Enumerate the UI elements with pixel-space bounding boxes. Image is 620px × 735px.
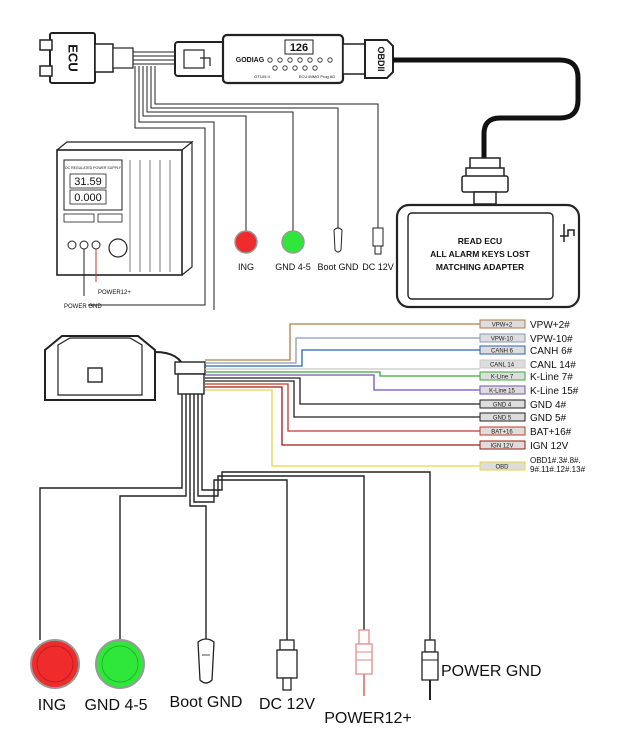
obd-harness-colored — [205, 323, 480, 467]
wire-label-ign12v: IGN 12V — [530, 441, 569, 452]
bottom-terminal-dc12v: DC 12V — [259, 639, 315, 713]
top-terminal-boot-gnd-label: Boot GND — [317, 262, 359, 272]
svg-text:IGN 12V: IGN 12V — [490, 444, 513, 450]
svg-text:GND 4: GND 4 — [493, 403, 512, 409]
wire-label-canh6: CANH 6# — [530, 346, 573, 357]
svg-text:CANL 14: CANL 14 — [490, 363, 515, 369]
obd-harness-black — [39, 394, 431, 642]
wire-label-gnd5: GND 5# — [530, 413, 567, 424]
psu-current: 0.000 — [74, 192, 102, 204]
top-terminal-dc12v: DC 12V — [362, 227, 394, 272]
bottom-terminal-gnd45: GND 4-5 — [84, 639, 148, 714]
wire-label-obd-line2: 9#.11#.12#.13# — [530, 465, 586, 474]
db15-connector — [461, 157, 509, 205]
wire-tag-gnd4: GND 4 GND 4# — [479, 399, 567, 411]
bottom-terminal-power-gnd: POWER GND — [421, 639, 541, 700]
wire-tag-gnd5: GND 5 GND 5# — [479, 412, 567, 424]
wire-tags: VPW+2 VPW+2# VPW-10 VPW-10# CANH 6 CANH … — [479, 319, 586, 474]
bottom-terminal-power-gnd-label: POWER GND — [441, 663, 541, 680]
bottom-terminal-power12: POWER12+ — [324, 629, 412, 727]
adapter-brand: GODIAG — [236, 57, 265, 64]
wire-label-vpw10: VPW-10# — [530, 334, 573, 345]
psu-voltage: 31.59 — [74, 176, 102, 188]
bottom-terminal-ing: ING — [30, 639, 80, 714]
top-terminal-gnd45-label: GND 4-5 — [275, 262, 311, 272]
bottom-terminal-ing-label: ING — [38, 697, 66, 714]
tablet-device: READ ECU ALL ALARM KEYS LOST MATCHING AD… — [395, 203, 581, 309]
svg-text:VPW+2: VPW+2 — [492, 323, 513, 329]
wire-label-gnd4: GND 4# — [530, 400, 567, 411]
bottom-terminal-power12-label: POWER12+ — [324, 710, 412, 727]
wire-tag-canh6: CANH 6 CANH 6# — [479, 345, 573, 357]
power-supply: DC REGULATED POWER SUPPLY 31.59 0.000 PO… — [56, 140, 194, 310]
wire-tag-kline15: K-Line 15 K-Line 15# — [479, 385, 579, 397]
wire-tag-obd: OBD OBD1#.3#.8#. 9#.11#.12#.13# — [479, 456, 586, 474]
adapter-subtitle: ECU IMMO Prog AD — [299, 74, 336, 79]
wire-label-kline7: K-Line 7# — [530, 372, 573, 383]
wire-tag-bat16: BAT+16 BAT+16# — [479, 426, 572, 438]
wire-label-kline15: K-Line 15# — [530, 386, 579, 397]
svg-text:K-Line 15: K-Line 15 — [489, 389, 515, 395]
bottom-terminal-gnd45-label: GND 4-5 — [84, 697, 147, 714]
ecu-module: ECU — [39, 32, 134, 84]
wire-label-bat16: BAT+16# — [530, 427, 572, 438]
wire-tag-kline7: K-Line 7 K-Line 7# — [479, 371, 573, 383]
tablet-line-3: MATCHING ADAPTER — [436, 262, 524, 272]
psu-title: DC REGULATED POWER SUPPLY — [65, 166, 122, 170]
psu-tag-power-gnd: POWER GND — [64, 304, 102, 310]
tablet-line-2: ALL ALARM KEYS LOST — [430, 249, 530, 259]
svg-text:GND 5: GND 5 — [493, 416, 512, 422]
ecu-harness — [88, 51, 379, 310]
psu-tag-power12: POWER12+ — [98, 290, 131, 296]
wire-tag-canl14: CANL 14 CANL 14# — [479, 359, 576, 371]
top-terminal-ing: ING — [234, 230, 258, 272]
wire-label-canl14: CANL 14# — [530, 360, 576, 371]
obd-connector — [44, 335, 206, 401]
ecu-label: ECU — [66, 44, 81, 71]
bottom-terminal-boot-gnd-label: Boot GND — [170, 694, 243, 711]
tablet-line-1: READ ECU — [458, 236, 502, 246]
adapter-model: GT105 II — [254, 74, 270, 79]
svg-text:VPW-10: VPW-10 — [491, 337, 514, 343]
obd-cable — [393, 57, 581, 160]
wire-tag-vpw2: VPW+2 VPW+2# — [479, 319, 570, 331]
bottom-terminal-boot-gnd: Boot GND — [170, 638, 243, 711]
wire-label-vpw2: VPW+2# — [530, 320, 570, 331]
godiag-adapter: 126 GODIAG GT105 II ECU IMMO Prog AD OBD… — [174, 33, 394, 85]
top-terminal-dc12v-label: DC 12V — [362, 262, 394, 272]
top-terminal-gnd45: GND 4-5 — [275, 230, 311, 272]
svg-text:OBD: OBD — [495, 465, 509, 471]
top-terminal-boot-gnd: Boot GND — [317, 227, 359, 272]
wire-tag-ign12v: IGN 12V IGN 12V — [479, 440, 569, 452]
bottom-terminal-dc12v-label: DC 12V — [259, 696, 315, 713]
adapter-display: 126 — [290, 42, 308, 54]
svg-text:CANH 6: CANH 6 — [491, 349, 514, 355]
svg-text:K-Line 7: K-Line 7 — [491, 375, 514, 381]
obd2-port-label: OBDII — [376, 46, 386, 71]
wire-tag-vpw10: VPW-10 VPW-10# — [479, 333, 573, 345]
wire-label-obd-line1: OBD1#.3#.8#. — [530, 456, 581, 465]
svg-text:BAT+16: BAT+16 — [491, 430, 513, 436]
top-terminal-ing-label: ING — [238, 262, 254, 272]
